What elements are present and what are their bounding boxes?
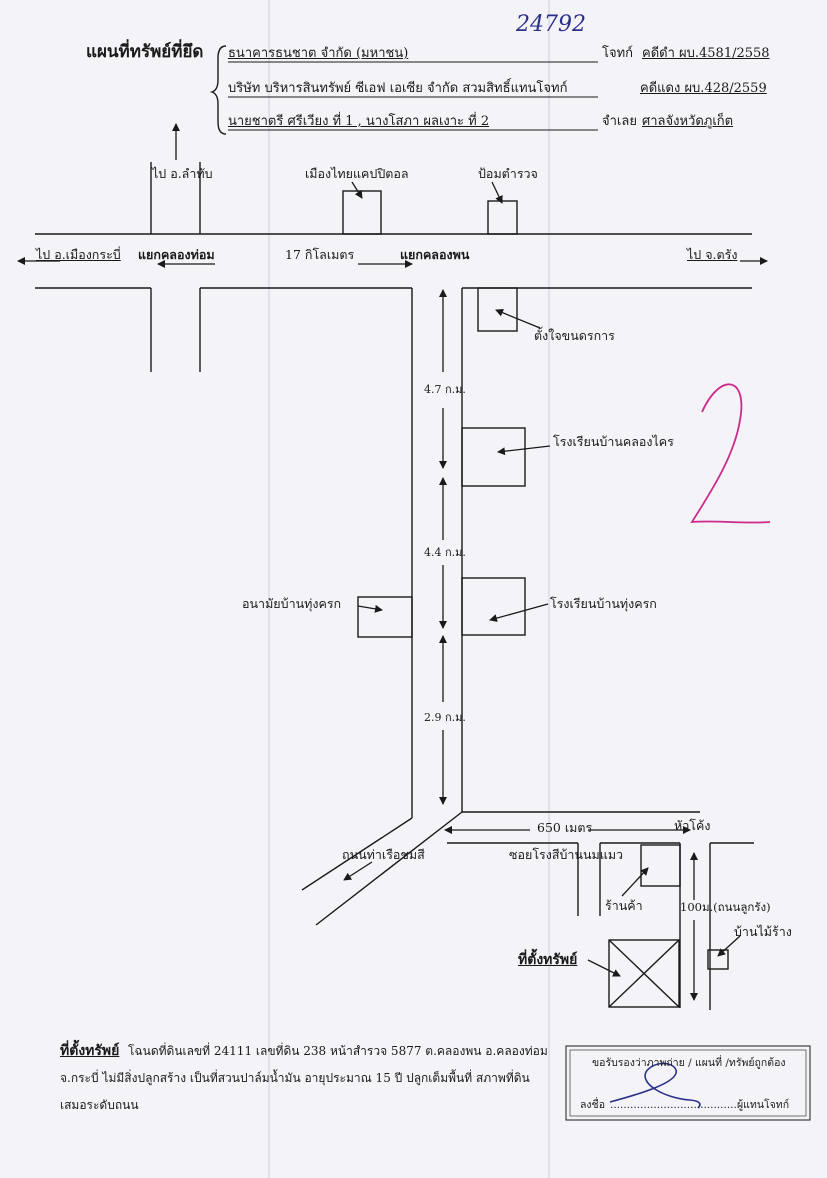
label-property-location: ที่ตั้งทรัพย์ — [518, 952, 578, 968]
signature-scribble — [609, 1062, 701, 1109]
pointer-health-center — [357, 604, 383, 613]
pointer-mueang-thai — [351, 181, 363, 199]
label-police-box: ป้อมตำรวจ — [478, 166, 538, 181]
tha-ruea-road-edge — [315, 811, 463, 926]
property-plot — [608, 939, 680, 1008]
plaintiff-label: โจทก์ — [602, 46, 634, 61]
defendants: นายชาตรี ศรีเวียง ที่ 1 , นางโสภา ผลเงาะ… — [228, 114, 490, 129]
label-to-trang: ไป จ.ตรัง — [687, 247, 738, 262]
court-name: ศาลจังหวัดภูเก็ต — [642, 114, 734, 129]
footer-heading: ที่ตั้งทรัพย์ — [60, 1043, 120, 1059]
certify-title: ขอรับรองว่าภาพถ่าย / แผนที่ /ทรัพย์ถูกต้… — [592, 1057, 786, 1069]
footer-line-3: เสมอระดับถนน — [60, 1098, 139, 1112]
label-distance-4-7: 4.7 ก.ม. — [424, 383, 466, 396]
red-case-number: คดีแดง ผบ.428/2559 — [640, 81, 767, 96]
plaintiff-name: ธนาคารธนชาต จำกัด (มหาชน) — [228, 46, 409, 61]
tha-ruea-road-edge — [301, 817, 413, 891]
label-curve: หัวโค้ง — [674, 818, 711, 833]
label-distance-2-9: 2.9 ก.ม. — [424, 711, 466, 724]
label-tha-ruea-road: ถนนท่าเรือชมสี — [342, 847, 425, 862]
pointer-school-khlong-khrai — [497, 445, 551, 456]
label-wooden-house: บ้านไม้ร้าง — [734, 924, 792, 939]
label-khlong-phon-junction: แยกคลองพน — [400, 247, 470, 262]
pink-handwritten-mark — [690, 383, 771, 524]
pointer-office — [495, 308, 541, 329]
property-plot-cross — [608, 939, 680, 1008]
health-center-building — [357, 596, 413, 638]
footer-line-2: จ.กระบี่ ไม่มีสิ่งปลูกสร้าง เป็นที่สวนปา… — [60, 1071, 530, 1085]
header-brace — [209, 45, 227, 135]
defendant-label: จำเลย — [602, 114, 637, 129]
certify-sign-label: ลงชื่อ — [580, 1099, 605, 1111]
label-school-khlong-khrai: โรงเรียนบ้านคลองไคร — [553, 434, 674, 449]
shop-building — [640, 844, 681, 887]
label-shop: ร้านค้า — [605, 898, 643, 913]
school-thung-khrok-building — [461, 577, 526, 636]
black-case-number: คดีดำ ผบ.4581/2558 — [642, 46, 770, 61]
label-health-center: อนามัยบ้านทุ่งครก — [242, 596, 342, 611]
pointer-property — [587, 959, 621, 977]
page-title: แผนที่ทรัพย์ที่ยึด — [86, 42, 204, 62]
footer-line-1: โฉนดที่ดินเลขที่ 24111 เลขที่ดิน 238 หน้… — [128, 1044, 548, 1058]
pointer-police-box — [491, 181, 503, 204]
label-distance-100m: 100ม.(ถนนลูกรัง) — [680, 900, 771, 914]
office-building — [477, 287, 518, 332]
label-mueang-thai-capital: เมืองไทยแคปปิตอล — [305, 166, 409, 181]
label-office: ตั้งใจขนดรการ — [534, 328, 615, 343]
label-distance-17km: 17 กิโลเมตร — [285, 247, 355, 262]
document-number: 24792 — [516, 12, 586, 37]
substitute-plaintiff: บริษัท บริหารสินทรัพย์ ซีเอฟ เอเซีย จำกั… — [228, 81, 568, 96]
certify-role: ผู้แทนโจทก์ — [737, 1099, 790, 1111]
fold-line — [268, 0, 270, 1178]
pointer-tha-ruea-road — [343, 861, 373, 881]
fold-line — [548, 0, 550, 1178]
school-khlong-khrai-building — [461, 427, 526, 487]
certify-box — [565, 1045, 811, 1121]
label-school-thung-khrok: โรงเรียนบ้านทุ่งครก — [550, 596, 657, 611]
wooden-house-building — [707, 949, 729, 970]
certify-dots: ...................................... — [610, 1099, 737, 1111]
label-to-lamthap: ไป อ.ลำทับ — [152, 166, 213, 181]
police-box-building — [487, 200, 518, 235]
label-to-mueang-krabi: ไป อ.เมืองกระบี่ — [36, 247, 121, 262]
pointer-shop — [621, 867, 649, 897]
pointer-wooden-house — [717, 935, 741, 957]
pointer-school-thung-khrok — [489, 603, 549, 622]
label-distance-4-4: 4.4 ก.ม. — [424, 546, 466, 559]
label-rubber-factory-soi: ซอยโรงสีบ้านนมแมว — [509, 847, 624, 862]
label-distance-650m: 650 เมตร — [537, 820, 593, 835]
label-khlong-thom-junction: แยกคลองท่อม — [138, 247, 215, 262]
